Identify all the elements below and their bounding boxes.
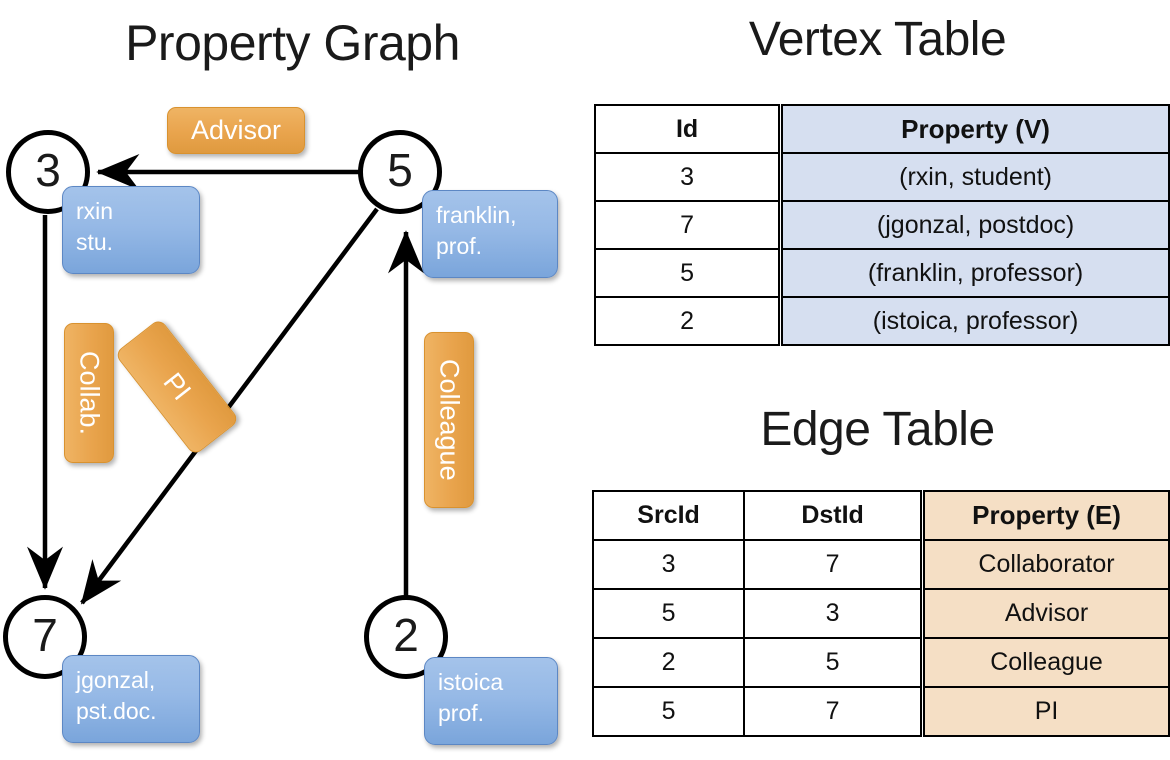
edge-cell-src: 5 [591,588,746,639]
table-row: 7 (jgonzal, postdoc) [594,200,1170,250]
vertex-property-box-franklin: franklin, prof. [422,190,558,278]
vertex-property-box-jgonzal: jgonzal, pst.doc. [62,655,200,743]
vbox-line-1: franklin, [436,202,517,228]
vertex-table-title: Vertex Table [748,13,1007,66]
edge-table: SrcId DstId Property (E) 3 7 Collaborato… [591,490,1170,737]
vertex-cell-property: (jgonzal, postdoc) [778,200,1170,250]
vbox-line-1: rxin [76,198,114,224]
table-row: 5 3 Advisor [591,588,1170,639]
edge-cell-src: 3 [591,539,746,590]
vertex-property-box-istoica: istoica prof. [424,657,558,745]
edge-label-colleague: Colleague [424,332,474,508]
vertex-cell-property: (franklin, professor) [778,248,1170,298]
table-row: 5 (franklin, professor) [594,248,1170,298]
edge-cell-property: PI [920,686,1170,737]
node-3-label: 3 [35,144,61,196]
edge-label-pi-text: PI [157,367,198,406]
node-5-label: 5 [387,144,413,196]
table-row: 2 5 Colleague [591,637,1170,688]
vertex-cell-property: (istoica, professor) [778,296,1170,346]
edge-col-header-dstid: DstId [743,490,924,541]
edge-cell-property: Collaborator [920,539,1170,590]
vertex-table-header-row: Id Property (V) [594,104,1170,154]
edge-label-collab: Collab. [64,323,114,463]
table-row: 3 7 Collaborator [591,539,1170,590]
vertex-cell-id: 2 [594,296,782,346]
edge-label-advisor-text: Advisor [190,115,282,145]
edge-cell-src: 2 [591,637,746,688]
vertex-table: Id Property (V) 3 (rxin, student) 7 (jgo… [594,104,1170,346]
edge-table-title: Edge Table [760,403,995,456]
vertex-col-header-id: Id [594,104,782,154]
node-7-label: 7 [32,609,58,661]
node-2[interactable]: 2 [364,595,448,679]
edge-label-advisor: Advisor [167,107,305,154]
vertex-property-box-rxin: rxin stu. [62,186,200,274]
edge-cell-dst: 3 [743,588,924,639]
edge-cell-dst: 5 [743,637,924,688]
graph-edges-layer [26,153,425,605]
vbox-line-2: prof. [438,700,485,727]
edge-cell-property: Colleague [920,637,1170,688]
table-row: 2 (istoica, professor) [594,296,1170,346]
vertex-col-header-property: Property (V) [778,104,1170,154]
edge-label-collab-text: Collab. [74,350,105,436]
vbox-line-2: prof. [436,233,483,260]
node-2-label: 2 [393,609,419,661]
edge-cell-property: Advisor [920,588,1170,639]
edge-table-header-row: SrcId DstId Property (E) [591,490,1170,541]
vertex-cell-id: 7 [594,200,782,250]
vbox-line-1: istoica [438,669,504,695]
vbox-line-2: pst.doc. [76,698,157,725]
edge-label-colleague-text: Colleague [434,359,465,481]
property-graph-title: Property Graph [125,15,460,71]
vertex-cell-id: 5 [594,248,782,298]
vertex-cell-property: (rxin, student) [778,152,1170,202]
table-row: 5 7 PI [591,686,1170,737]
node-5[interactable]: 5 [358,130,442,214]
vbox-line-2: stu. [76,229,114,256]
vertex-cell-id: 3 [594,152,782,202]
edge-col-header-srcid: SrcId [591,490,746,541]
edge-cell-dst: 7 [743,686,924,737]
edge-cell-src: 5 [591,686,746,737]
table-row: 3 (rxin, student) [594,152,1170,202]
edge-col-header-property: Property (E) [920,490,1170,541]
vbox-line-1: jgonzal, [76,667,156,693]
edge-cell-dst: 7 [743,539,924,590]
edge-5-to-7 [80,207,379,605]
